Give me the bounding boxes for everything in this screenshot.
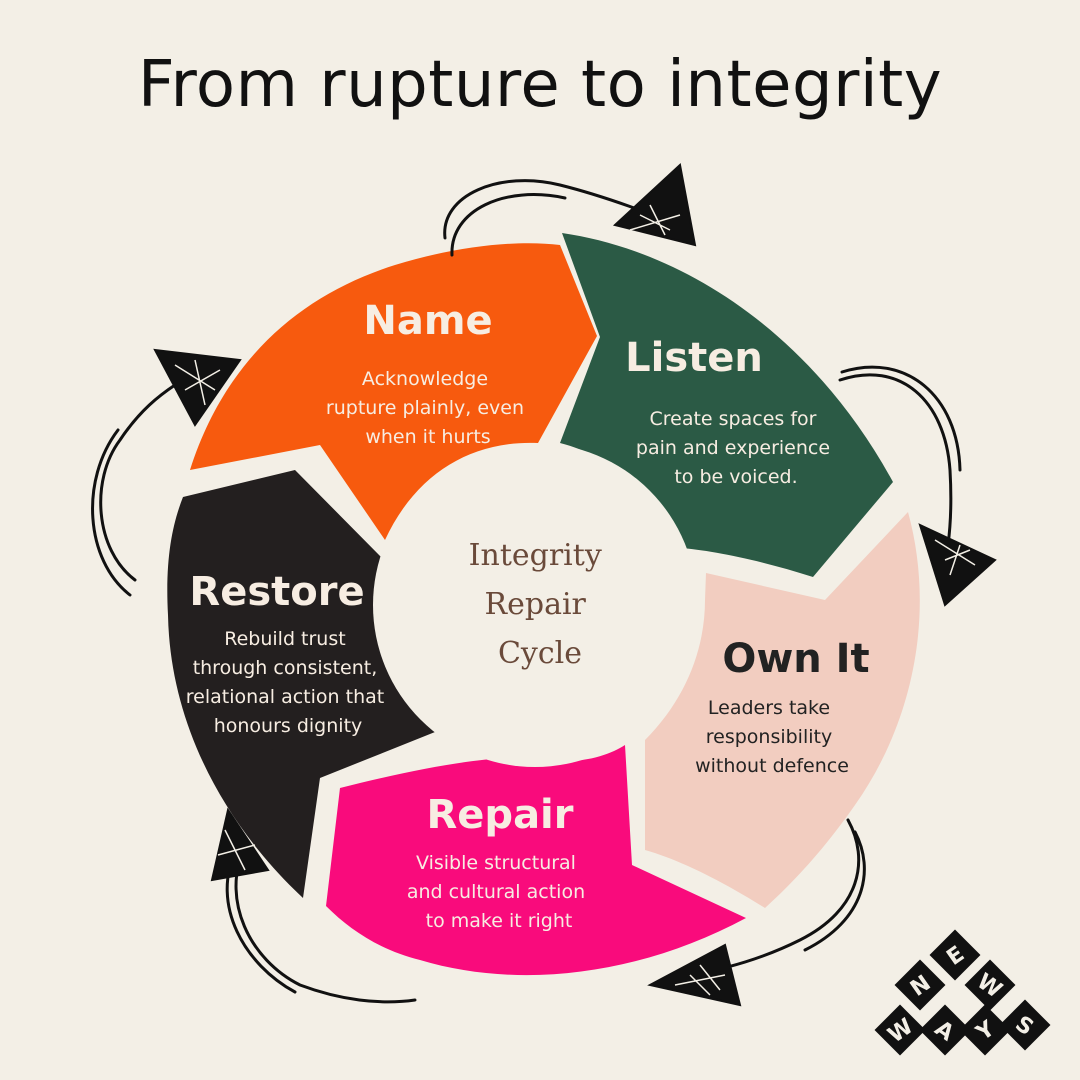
restore-title: Restore — [189, 569, 364, 615]
segment-repair — [326, 745, 746, 976]
arrow-left-curve — [234, 843, 417, 1004]
page-title: From rupture to integrity — [137, 48, 943, 122]
restore-desc-line: relational action that — [186, 686, 384, 708]
listen-desc-line: Create spaces for — [649, 408, 816, 430]
arrowhead-topleft-icon — [153, 348, 242, 427]
repair-desc-line: and cultural action — [407, 881, 585, 903]
arrowhead-bottom-icon — [647, 943, 742, 1007]
name-desc-line: when it hurts — [365, 426, 490, 448]
svg-text:Visible structural and c: Visible structural and cultural action t… — [407, 852, 591, 932]
own-it-desc-line: responsibility — [706, 726, 832, 748]
listen-desc-line: pain and experience — [636, 437, 830, 459]
repair-title: Repair — [427, 792, 574, 838]
svg-text:Integrity Repair C: Integrity Repair Cycle — [469, 538, 612, 671]
repair-desc-line: Visible structural — [416, 852, 576, 874]
name-desc-line: rupture plainly, even — [326, 397, 524, 419]
svg-text:Rebuild trust through co: Rebuild trust through consistent, relati… — [186, 628, 391, 737]
segment-name — [190, 243, 597, 540]
svg-text:Acknowledge rupture plai: Acknowledge rupture plainly, even when i… — [326, 368, 530, 448]
svg-text:Create spaces for pain a: Create spaces for pain and experience to… — [636, 408, 836, 488]
restore-desc-line: honours dignity — [214, 715, 363, 737]
center-label-line: Repair — [485, 587, 587, 622]
arrowheads — [153, 163, 997, 1007]
arrow-right-curve — [838, 373, 953, 547]
arrowhead-left-icon — [210, 807, 270, 882]
arrow-top-curve — [443, 179, 642, 240]
own-it-title: Own It — [722, 636, 869, 682]
own-it-desc-line: Leaders take — [708, 697, 830, 719]
segment-restore — [167, 470, 441, 898]
arrowhead-top-icon — [612, 163, 697, 247]
listen-desc-line: to be voiced. — [674, 466, 797, 488]
arrowhead-right-icon — [918, 523, 997, 607]
restore-desc-line: Rebuild trust — [224, 628, 345, 650]
segment-own-it — [645, 512, 920, 908]
center-circle — [373, 443, 697, 767]
newways-logo: N E W W A Y S — [874, 929, 1051, 1056]
svg-text:Leaders take responsibil: Leaders take responsibility without defe… — [695, 697, 849, 777]
center-label-line: Integrity — [469, 538, 602, 573]
arrow-topleft-curve — [99, 383, 177, 582]
repair-desc-line: to make it right — [426, 910, 573, 932]
name-desc-line: Acknowledge — [362, 368, 488, 390]
center-label-line: Cycle — [498, 636, 582, 671]
name-title: Name — [363, 298, 492, 344]
own-it-desc-line: without defence — [695, 755, 849, 777]
listen-title: Listen — [625, 335, 763, 381]
segment-texts: Name Acknowledge rupture plainly, even w… — [186, 298, 870, 932]
restore-desc-line: through consistent, — [193, 657, 378, 679]
